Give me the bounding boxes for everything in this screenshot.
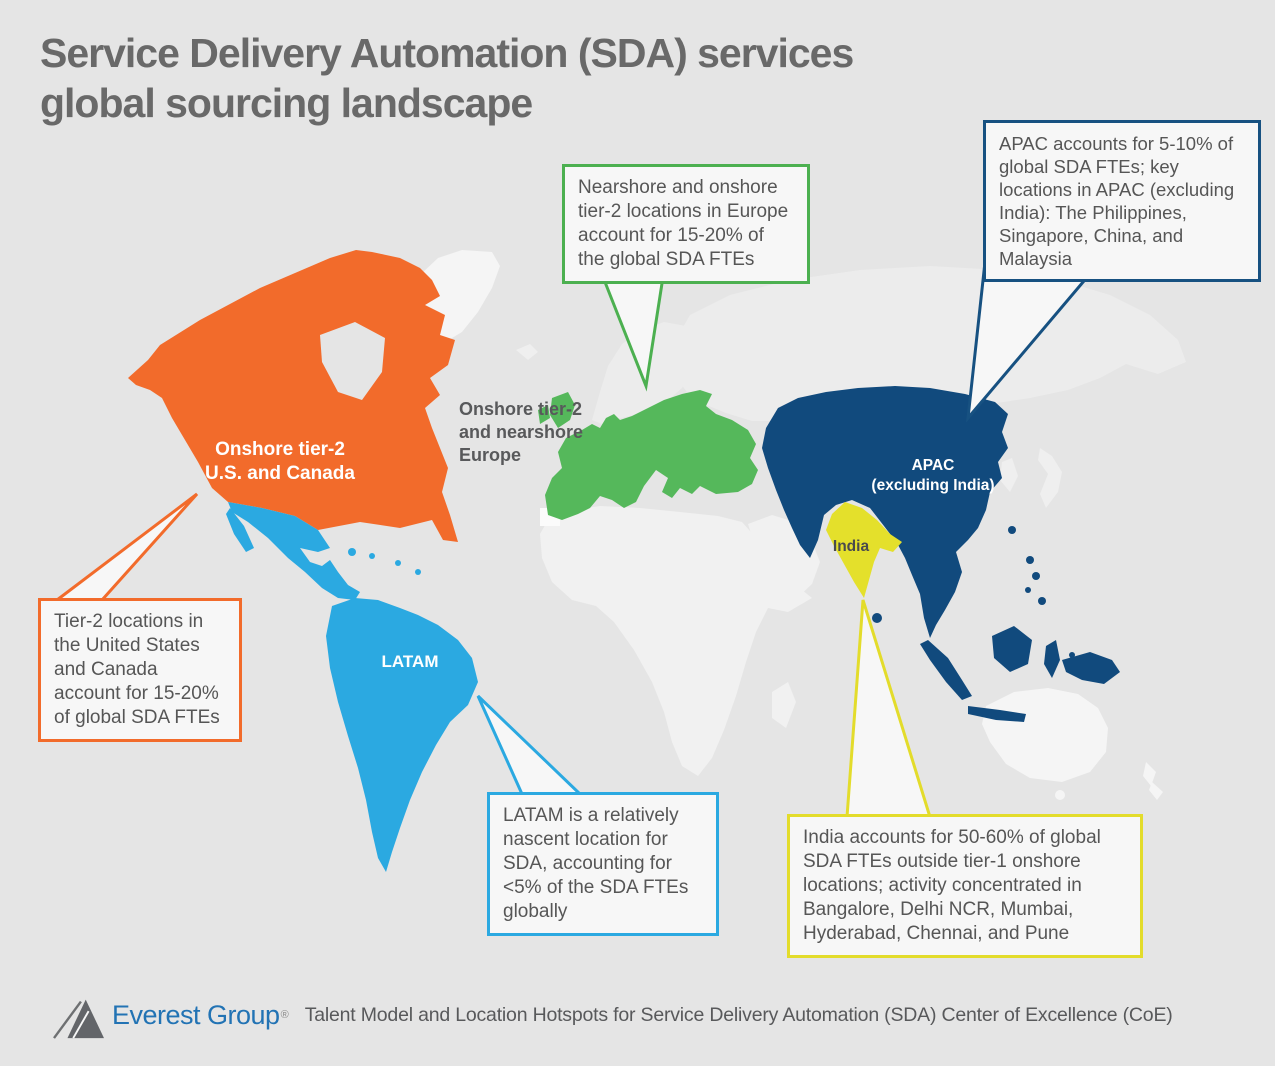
footer-caption: Talent Model and Location Hotspots for S… — [304, 1003, 1173, 1026]
callout-us-canada: Tier-2 locations in the United States an… — [38, 598, 242, 742]
map-label-latam: LATAM — [381, 652, 439, 671]
map-label-india: India — [832, 538, 870, 555]
region-europe — [538, 390, 758, 520]
map-label-apac: APAC (excluding India) — [871, 457, 995, 494]
region-latam — [226, 502, 478, 872]
region-india — [826, 502, 902, 598]
pointer-latam — [476, 694, 584, 796]
map-label-europe: Onshore tier-2 and nearshore Europe — [459, 399, 584, 465]
callout-apac: APAC accounts for 5-10% of global SDA FT… — [983, 120, 1261, 282]
footer: Everest Group ® Talent Model and Locatio… — [52, 990, 1173, 1040]
callout-europe: Nearshore and onshore tier-2 locations i… — [562, 164, 810, 284]
region-apac — [762, 386, 1120, 722]
pointer-us-canada — [52, 492, 199, 602]
page-title: Service Delivery Automation (SDA) servic… — [40, 28, 854, 128]
everest-group-logo-mountain-icon — [53, 999, 104, 1039]
page-title-line1: Service Delivery Automation (SDA) servic… — [40, 30, 854, 76]
callout-latam: LATAM is a relatively nascent location f… — [487, 792, 719, 936]
map-label-us-canada: Onshore tier-2 U.S. and Canada — [205, 439, 355, 484]
pointer-india — [845, 599, 933, 819]
callout-pointers — [52, 260, 1104, 819]
callout-india: India accounts for 50-60% of global SDA … — [787, 814, 1143, 958]
everest-group-logo-text: Everest Group — [112, 999, 280, 1030]
region-north-america — [128, 250, 458, 542]
page-title-line2: global sourcing landscape — [40, 80, 533, 126]
registered-mark: ® — [280, 1009, 289, 1021]
